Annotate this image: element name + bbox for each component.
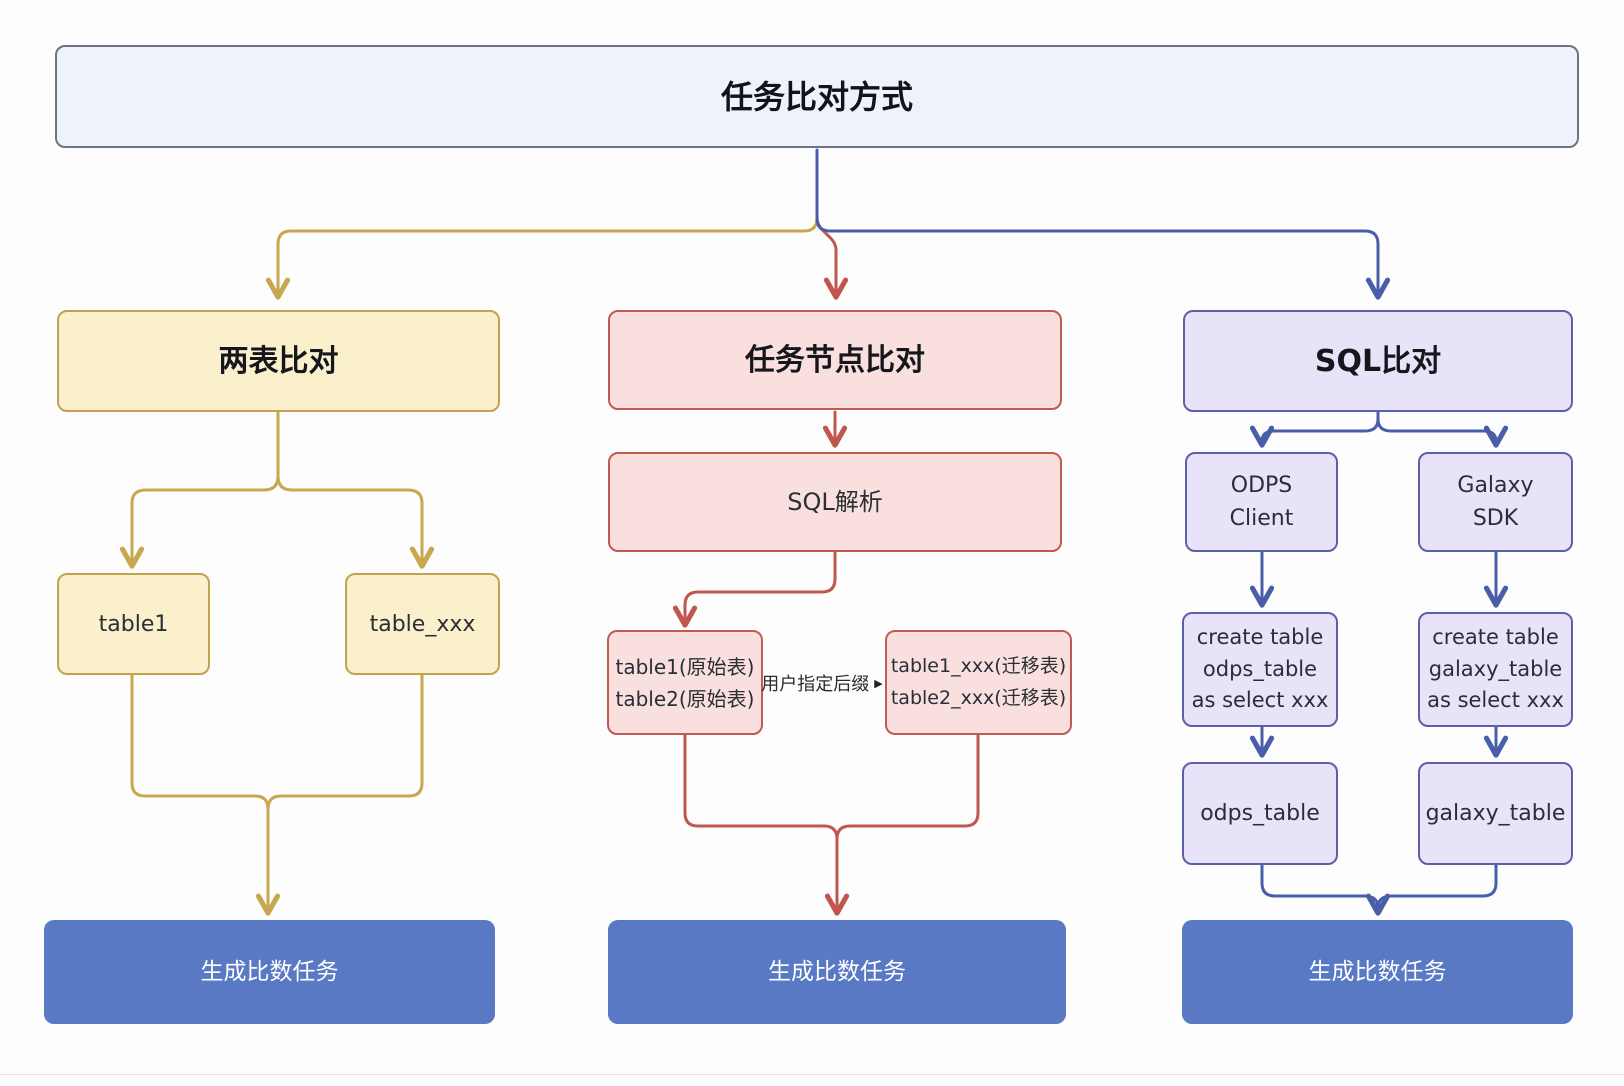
odps-client-label-line2: Client xyxy=(1229,506,1294,531)
create-galaxy-line1: create table xyxy=(1432,625,1559,650)
generate-task-node-middle: 生成比数任务 xyxy=(608,920,1066,1024)
generate-task-label-middle: 生成比数任务 xyxy=(768,958,906,985)
migrated-table2-label: table2_xxx(迁移表) xyxy=(890,686,1067,709)
sql-compare-node: SQL比对 xyxy=(1183,310,1573,412)
table1-label: table1 xyxy=(98,611,169,637)
right-triangle-icon: ▶ xyxy=(874,676,883,690)
odps-table-node: odps_table xyxy=(1182,762,1338,865)
create-odps-line1: create table xyxy=(1196,625,1324,650)
source-table1-label: table1(原始表) xyxy=(615,654,755,679)
source-tables-node: table1(原始表) table2(原始表) xyxy=(607,630,763,735)
task-node-compare-label: 任务节点比对 xyxy=(745,342,925,378)
sql-parse-node: SQL解析 xyxy=(608,452,1062,552)
title-label: 任务比对方式 xyxy=(720,77,913,116)
user-suffix-label-group: 用户指定后缀 ▶ xyxy=(757,667,887,699)
generate-task-label-right: 生成比数任务 xyxy=(1308,958,1447,985)
table1-node: table1 xyxy=(57,573,210,675)
odps-client-node: ODPS Client xyxy=(1185,452,1338,552)
create-odps-line2: odps_table xyxy=(1202,656,1318,681)
task-node-compare-node: 任务节点比对 xyxy=(608,310,1062,410)
user-suffix-label: 用户指定后缀 xyxy=(761,674,870,695)
table-xxx-node: table_xxx xyxy=(345,573,500,675)
table-xxx-label: table_xxx xyxy=(369,611,476,637)
bottom-divider xyxy=(0,1074,1624,1075)
source-table2-label: table2(原始表) xyxy=(615,686,755,711)
odps-table-label: odps_table xyxy=(1200,801,1320,826)
create-galaxy-table-node: create table galaxy_table as select xxx xyxy=(1418,612,1573,727)
migrated-table1-label: table1_xxx(迁移表) xyxy=(890,655,1067,678)
sql-compare-label: SQL比对 xyxy=(1314,343,1442,379)
generate-task-label-left: 生成比数任务 xyxy=(200,958,339,985)
galaxy-sdk-label-line2: SDK xyxy=(1472,506,1519,531)
generate-task-node-right: 生成比数任务 xyxy=(1182,920,1573,1024)
two-table-compare-label: 两表比对 xyxy=(218,343,339,379)
odps-client-label-line1: ODPS xyxy=(1230,473,1293,498)
galaxy-table-node: galaxy_table xyxy=(1418,762,1573,865)
galaxy-sdk-label-line1: Galaxy xyxy=(1457,473,1534,498)
two-table-compare-node: 两表比对 xyxy=(57,310,500,412)
sql-parse-label: SQL解析 xyxy=(787,488,883,516)
create-odps-line3: as select xxx xyxy=(1191,688,1329,713)
galaxy-table-label: galaxy_table xyxy=(1425,801,1566,826)
galaxy-sdk-node: Galaxy SDK xyxy=(1418,452,1573,552)
create-galaxy-line3: as select xxx xyxy=(1427,688,1564,713)
migrated-tables-node: table1_xxx(迁移表) table2_xxx(迁移表) xyxy=(885,630,1072,735)
title-node: 任务比对方式 xyxy=(55,45,1579,148)
generate-task-node-left: 生成比数任务 xyxy=(44,920,495,1024)
create-galaxy-line2: galaxy_table xyxy=(1428,656,1563,681)
create-odps-table-node: create table odps_table as select xxx xyxy=(1182,612,1338,727)
